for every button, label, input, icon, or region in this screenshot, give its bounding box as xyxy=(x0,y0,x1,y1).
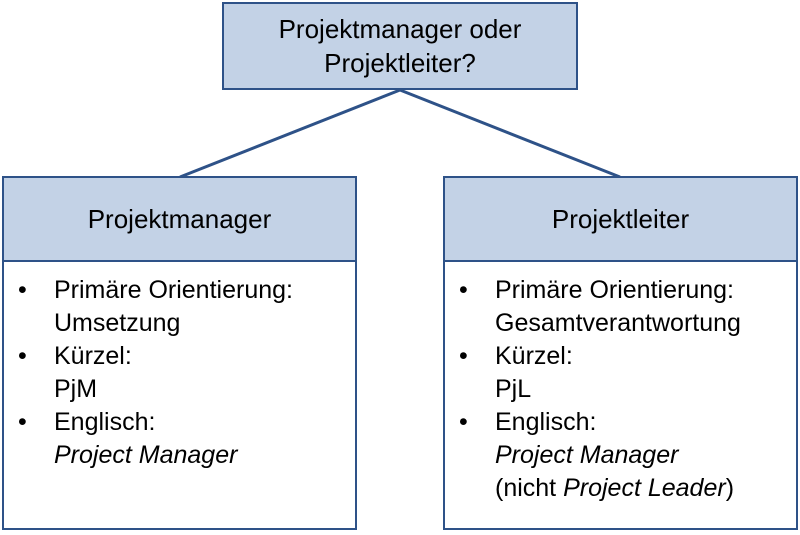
child-header-projektleiter: Projektleiter xyxy=(445,178,796,262)
bullet-icon: • xyxy=(459,276,468,304)
list-item-line: Primäre Orientierung: xyxy=(495,276,734,304)
bullet-list-projektmanager: • Primäre Orientierung: Umsetzung • Kürz… xyxy=(10,274,349,472)
bullet-icon: • xyxy=(18,276,27,304)
connector-root-to-left xyxy=(179,88,401,179)
list-item-line: Englisch: xyxy=(54,408,156,436)
list-item-line: PjL xyxy=(495,375,532,403)
list-item-line: Englisch: xyxy=(495,408,597,436)
child-node-projektleiter[interactable]: Projektleiter • Primäre Orientierung: Ge… xyxy=(443,176,798,530)
list-item: • Englisch: Project Manager (nicht Proje… xyxy=(451,406,790,505)
bullet-icon: • xyxy=(459,342,468,370)
bullet-icon: • xyxy=(18,408,27,436)
list-item-line: Gesamtverantwortung xyxy=(495,309,741,337)
list-item: • Kürzel: PjM xyxy=(10,340,349,406)
list-item-line: Kürzel: xyxy=(495,342,573,370)
mixed-emphasis: Project Leader xyxy=(563,474,726,502)
bullet-list-projektleiter: • Primäre Orientierung: Gesamtverantwort… xyxy=(451,274,790,505)
list-item: • Englisch: Project Manager xyxy=(10,406,349,472)
list-item-line: Primäre Orientierung: xyxy=(54,276,293,304)
list-item: • Kürzel: PjL xyxy=(451,340,790,406)
child-body-projektmanager: • Primäre Orientierung: Umsetzung • Kürz… xyxy=(4,262,355,472)
bullet-icon: • xyxy=(18,342,27,370)
mixed-suffix: ) xyxy=(725,474,735,502)
child-body-projektleiter: • Primäre Orientierung: Gesamtverantwort… xyxy=(445,262,796,505)
child-header-title: Projektmanager xyxy=(87,204,272,234)
list-item-line-mixed: (nicht Project Leader) xyxy=(495,472,790,505)
child-header-projektmanager: Projektmanager xyxy=(4,178,355,262)
mixed-prefix: (nicht xyxy=(495,474,564,502)
list-item-line: PjM xyxy=(54,375,98,403)
list-item: • Primäre Orientierung: Umsetzung xyxy=(10,274,349,340)
child-header-title: Projektleiter xyxy=(551,204,690,234)
list-item-line-italic: Project Manager xyxy=(54,441,238,469)
list-item: • Primäre Orientierung: Gesamtverantwort… xyxy=(451,274,790,340)
list-item-line-italic: Project Manager xyxy=(495,441,679,469)
root-node[interactable]: Projektmanager oder Projektleiter? xyxy=(222,2,578,90)
list-item-line: Umsetzung xyxy=(54,309,181,337)
bullet-icon: • xyxy=(459,408,468,436)
root-node-title: Projektmanager oder Projektleiter? xyxy=(278,14,522,78)
connector-root-to-right xyxy=(399,88,621,179)
child-node-projektmanager[interactable]: Projektmanager • Primäre Orientierung: U… xyxy=(2,176,357,530)
list-item-line: Kürzel: xyxy=(54,342,132,370)
